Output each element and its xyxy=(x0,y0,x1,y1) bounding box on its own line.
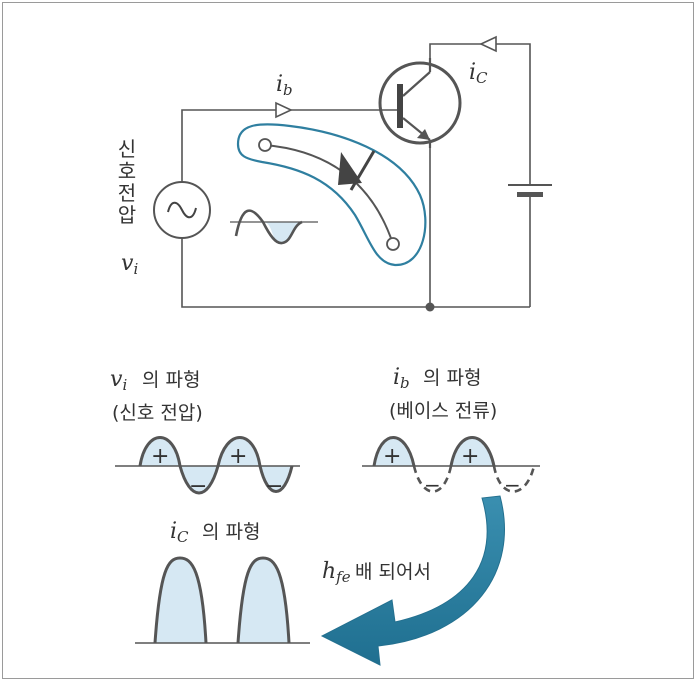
ic-waveform-title: iC 의 파형 xyxy=(170,519,260,546)
ic-waveform xyxy=(135,556,310,644)
vi-waveform-title: vi 의 파형 (신호 전압) xyxy=(110,367,203,424)
svg-text:(베이스 전류): (베이스 전류) xyxy=(389,400,497,422)
svg-text:+: + xyxy=(151,444,169,469)
svg-text:−: − xyxy=(265,474,283,499)
svg-text:+: + xyxy=(383,444,401,469)
ib-label: ib xyxy=(276,72,293,99)
ib-waveform: + + − − xyxy=(362,436,540,497)
svg-text:+: + xyxy=(461,444,479,469)
hfe-amplification-arrow xyxy=(320,495,505,666)
circuit-wires xyxy=(181,43,531,308)
vi-label: vi xyxy=(121,251,138,278)
svg-text:−: − xyxy=(504,473,521,497)
base-emitter-diode-highlight xyxy=(236,123,427,267)
signal-source-symbol xyxy=(153,181,211,239)
ic-label: iC xyxy=(469,60,488,87)
svg-text:+: + xyxy=(229,444,247,469)
svg-text:vi: vi xyxy=(110,367,127,394)
junction-dot xyxy=(425,302,435,312)
vi-waveform: + + − − xyxy=(115,436,300,499)
svg-text:의 파형: 의 파형 xyxy=(202,521,260,543)
svg-text:의 파형: 의 파형 xyxy=(423,367,481,389)
ib-waveform-title: ib 의 파형 (베이스 전류) xyxy=(389,365,497,422)
svg-text:의 파형: 의 파형 xyxy=(142,369,200,391)
ib-direction-arrow xyxy=(275,101,293,119)
battery-symbol xyxy=(508,184,552,197)
signal-voltage-label: 신호전압 xyxy=(117,137,137,227)
hfe-symbol: hfe xyxy=(322,559,351,586)
svg-text:ib: ib xyxy=(393,365,410,392)
transistor-symbol xyxy=(378,58,462,148)
ic-direction-arrow xyxy=(479,35,497,53)
small-sine-wave xyxy=(230,209,318,245)
svg-text:iC: iC xyxy=(170,519,189,546)
svg-text:−: − xyxy=(189,474,207,499)
hfe-caption: 배 되어서 xyxy=(355,561,431,583)
svg-text:−: − xyxy=(424,473,441,497)
svg-text:(신호 전압): (신호 전압) xyxy=(112,402,203,424)
